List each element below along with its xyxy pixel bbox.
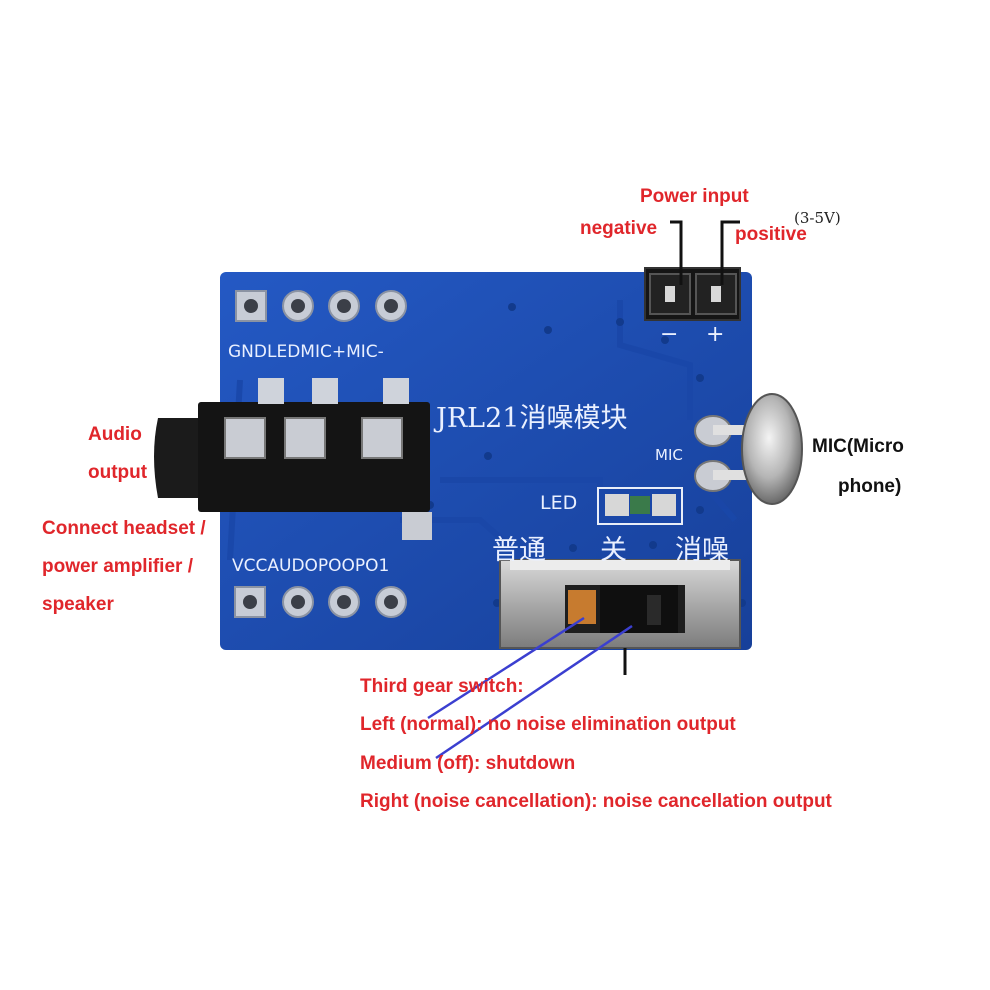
switch-right-label: Right (noise cancellation): noise cancel…: [360, 791, 832, 812]
top-pin-pads: [235, 290, 407, 322]
mode-off-label: 关: [600, 535, 627, 566]
mic-pads: [694, 415, 763, 492]
bottom-pin-pads: [234, 586, 407, 618]
switch-arrows: [427, 616, 633, 760]
mode-nc-label: 消噪: [675, 535, 729, 566]
switch-title-label: Third gear switch:: [360, 676, 524, 697]
power-header: [644, 267, 741, 321]
negative-mark: −: [660, 322, 679, 347]
mic-label-1: MIC(Micro: [812, 436, 904, 457]
voltage-label: (3-5V): [794, 209, 841, 227]
power-input-label: Power input: [640, 186, 749, 207]
pin-header-bottom-label: VCCAUDOPOOPO1: [232, 556, 390, 576]
microphone: [741, 393, 803, 505]
pin-header-top-label: GNDLEDMIC+MIC-: [228, 342, 384, 362]
connect-label-3: speaker: [42, 594, 114, 615]
slide-switch: [499, 559, 741, 675]
negative-label: negative: [580, 218, 658, 239]
led-silk-label: LED: [540, 492, 578, 514]
mode-normal-label: 普通: [492, 535, 546, 566]
positive-label: positive: [735, 224, 807, 245]
pcb-board: [220, 272, 752, 650]
connect-label-1: Connect headset /: [42, 518, 206, 539]
audio-output-label-1: Audio: [88, 424, 142, 445]
mic-silk-label: MIC: [655, 446, 683, 464]
audio-jack: [154, 378, 432, 540]
switch-medium-label: Medium (off): shutdown: [360, 753, 576, 774]
led: [597, 487, 683, 525]
power-callout-lines: [670, 220, 740, 285]
module-title: JRL21消噪模块: [436, 403, 628, 434]
mic-label-2: phone): [838, 476, 902, 497]
connect-label-2: power amplifier /: [42, 556, 193, 577]
switch-left-label: Left (normal): no noise elimination outp…: [360, 714, 736, 735]
audio-output-label-2: output: [88, 462, 148, 483]
positive-mark: +: [706, 322, 725, 347]
